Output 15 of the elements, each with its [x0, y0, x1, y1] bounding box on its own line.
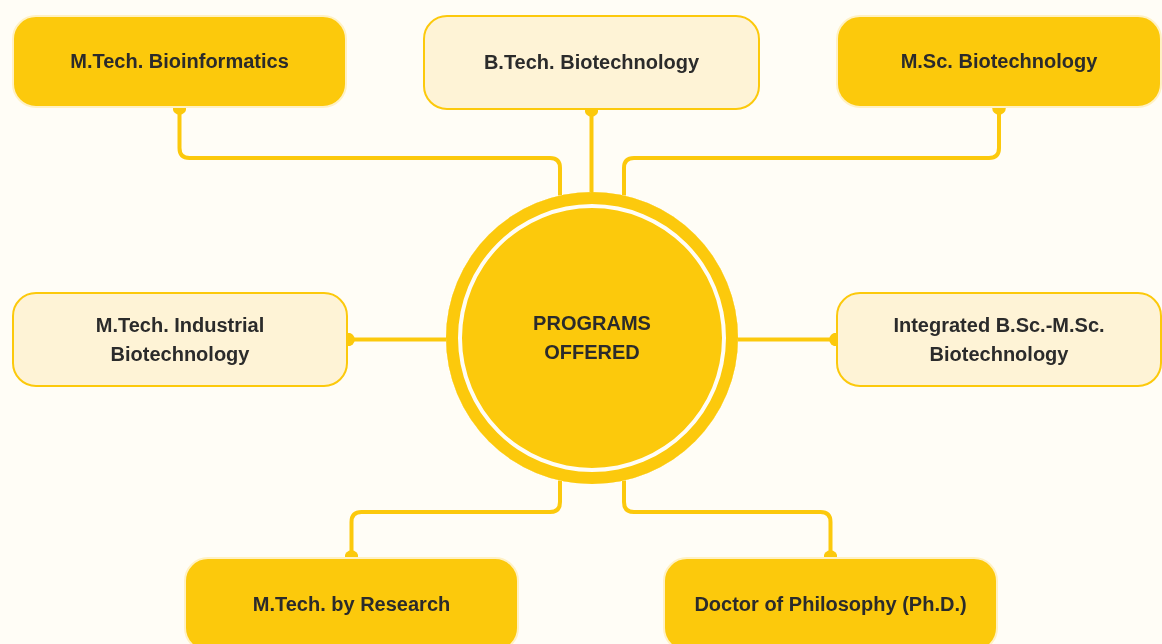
- program-box: [836, 15, 1162, 108]
- program-box: [12, 292, 348, 387]
- program-label: B.Tech. Biotechnology: [483, 50, 700, 75]
- program-box: [12, 15, 347, 108]
- program-label: M.Sc. Biotechnology: [900, 49, 1098, 74]
- program-label: PROGRAMS OFFERED: [532, 311, 652, 365]
- program-label: M.Tech. Bioinformatics: [70, 49, 289, 74]
- program-box: [423, 15, 760, 110]
- program-label: Integrated B.Sc.-M.Sc. Biotechnology: [892, 312, 1106, 367]
- program-box: [836, 292, 1162, 387]
- program-box: [184, 557, 519, 644]
- program-label: M.Tech. by Research: [252, 592, 451, 617]
- program-box: [663, 557, 998, 644]
- program-label: M.Tech. Industrial Biotechnology: [94, 312, 266, 367]
- program-label: Doctor of Philosophy (Ph.D.): [694, 592, 967, 617]
